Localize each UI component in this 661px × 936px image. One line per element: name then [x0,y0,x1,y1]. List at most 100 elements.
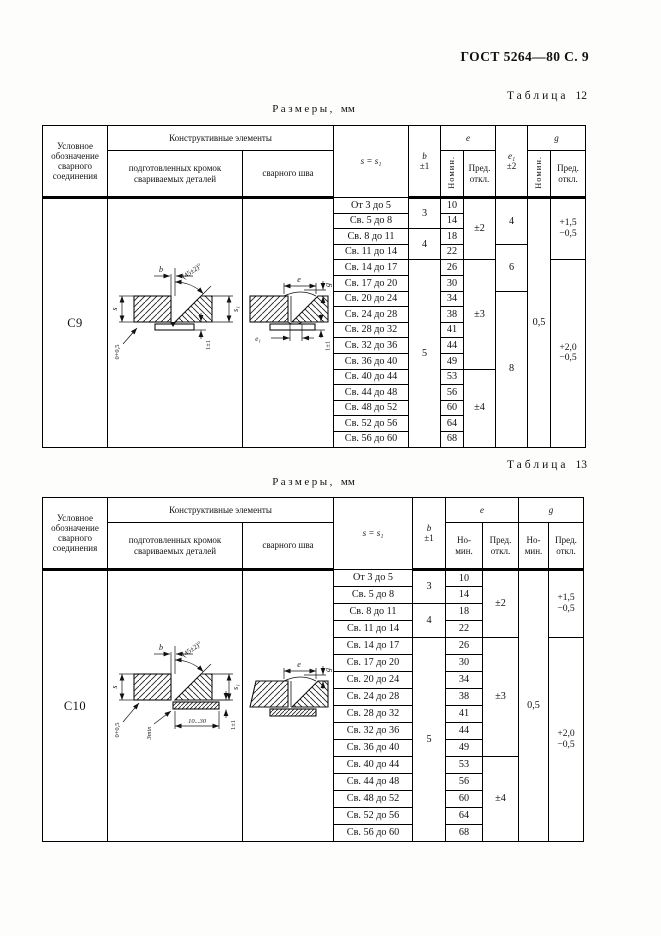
s-range-cell: Св. 48 до 52 [333,399,410,417]
s-range-cell: Св. 11 до 14 [333,243,410,261]
e-value-cell: 49 [440,352,465,370]
e-value-cell: 41 [445,705,484,723]
s-range-cell: От 3 до 5 [333,197,410,214]
label-e: e [297,275,301,284]
label-g: g [323,283,332,287]
s-range-cell: Св. 28 до 32 [333,705,414,723]
s-range-cell: Св. 8 до 11 [333,228,410,245]
e-value-cell: 18 [440,228,465,245]
s-range-cell: Св. 24 до 28 [333,306,410,323]
header-constructive-elements: Конструктивные элементы [106,125,335,151]
header-constructive-elements: Конструктивные элементы [106,497,335,523]
label-10-30: 10...30 [188,718,207,725]
s-range-cell: Св. 20 до 24 [333,671,414,689]
label-1pm1: 1±1 [324,341,331,351]
header-b-column: b ±1 [408,125,442,198]
label-bevel-angle: (45±2)° [180,640,203,659]
weld-cap [283,291,316,297]
e-value-cell: 68 [440,430,465,448]
e-value-cell: 41 [440,321,465,339]
table12-units-label: Размеры,мм [272,103,355,115]
header-b-column: b ±1 [412,497,447,570]
e-value-cell: 30 [445,654,484,672]
s-range-cell: Св. 48 до 52 [333,790,414,808]
s-range-cell: Св. 8 до 11 [333,603,414,621]
s-range-cell: Св. 14 до 17 [333,259,410,276]
e-value-cell: 56 [445,773,484,791]
s-range-cell: Св. 32 до 36 [333,337,410,354]
root-tack [169,321,176,327]
label-e1: e₁ [255,335,261,343]
label-b: b [159,643,163,652]
label-g: g [323,668,332,672]
e-value-cell: 60 [445,790,484,808]
label-s1: s₁ [231,306,240,312]
e-tolerance-cell: ±2 [463,195,497,261]
e-value-cell: 18 [445,603,484,621]
header-e-tolerance: Пред. откл. [463,150,497,199]
s-range-cell: Св. 5 до 8 [333,586,414,604]
s-range-cell: Св. 44 до 48 [333,384,410,401]
e1-value-cell: 8 [495,290,529,448]
table12-caption-word: Таблица [506,90,569,102]
e1-value-cell: 4 [495,196,529,245]
e-tolerance-cell: ±4 [482,756,520,842]
s-range-cell: Св. 20 до 24 [333,290,410,308]
e-value-cell: 10 [440,197,465,214]
s-range-cell: Св. 32 до 36 [333,722,414,740]
s-range-cell: Св. 44 до 48 [333,773,414,791]
g-tolerance-cell: +2,0−0,5 [548,637,585,842]
e-value-cell: 26 [440,259,465,276]
left-plate [132,673,172,701]
label-s: s [110,685,119,688]
s-range-cell: Св. 11 до 14 [333,620,414,638]
s-range-cell: Св. 40 до 44 [333,756,414,774]
label-e: e [297,660,301,669]
e-value-cell: 34 [445,671,484,689]
c9-edges-diagram-cell: s s₁ b (45±2)° 0+0,5 1±1 [107,196,243,448]
s-range-cell: Св. 5 до 8 [333,212,410,230]
s-range-cell: Св. 52 до 56 [333,415,410,432]
e-value-cell: 38 [440,306,465,323]
label-1pm1: 1±1 [205,340,212,350]
backing-strip [153,323,195,331]
header-e-column: e [440,125,497,151]
label-b: b [159,265,163,274]
weld-cap [283,676,316,682]
joint-designation-c10: С10 [42,568,108,842]
right-plate-beveled [173,295,213,323]
b-value-cell: 4 [408,228,442,261]
s-range-cell: Св. 14 до 17 [333,637,414,655]
s-range-cell: От 3 до 5 [333,569,414,587]
label-3min: 3min [146,727,153,741]
header-seam: сварного шва [241,150,335,199]
b-value-cell: 3 [412,568,447,604]
table13-caption-number: 13 [575,459,588,471]
header-designation-column: Условное обозначение сварного соединения [42,125,108,198]
label-gap-0-05: 0+0,5 [114,722,121,737]
header-seam: сварного шва [241,522,335,571]
header-edges: подготовленных кромок свариваемых детале… [107,522,243,571]
g-nominal-cell: 0,5 [518,568,550,842]
c10-edges-diagram: s s₁ b (45±2)° 0+0,5 3min 10...30 [110,640,240,741]
b-value-cell: 5 [412,637,447,842]
e-value-cell: 26 [445,637,484,655]
c10-seam-diagram: e g [248,660,332,717]
header-e-column: e [445,497,520,523]
backing-strip [268,323,316,331]
s-range-cell: Св. 24 до 28 [333,688,414,706]
e-value-cell: 53 [445,756,484,774]
table12-caption-number: 12 [575,90,588,102]
label-s1: s₁ [231,684,240,690]
header-edges: подготовленных кромок свариваемых детале… [107,150,243,199]
s-range-cell: Св. 36 до 40 [333,352,410,370]
e-value-cell: 38 [445,688,484,706]
header-e-nominal: Номин. [440,150,465,199]
c9-seam-diagram: e g e₁ 1±1 [248,275,332,351]
left-plate [248,295,289,323]
c10-seam-diagram-cell: e g [241,568,335,842]
s-range-cell: Св. 17 до 20 [333,274,410,292]
e-tolerance-cell: ±3 [463,259,497,370]
g-tolerance-cell: +1,5 −0,5 [550,195,587,261]
c10-edges-diagram-cell: s s₁ b (45±2)° 0+0,5 3min 10...30 [107,568,243,842]
